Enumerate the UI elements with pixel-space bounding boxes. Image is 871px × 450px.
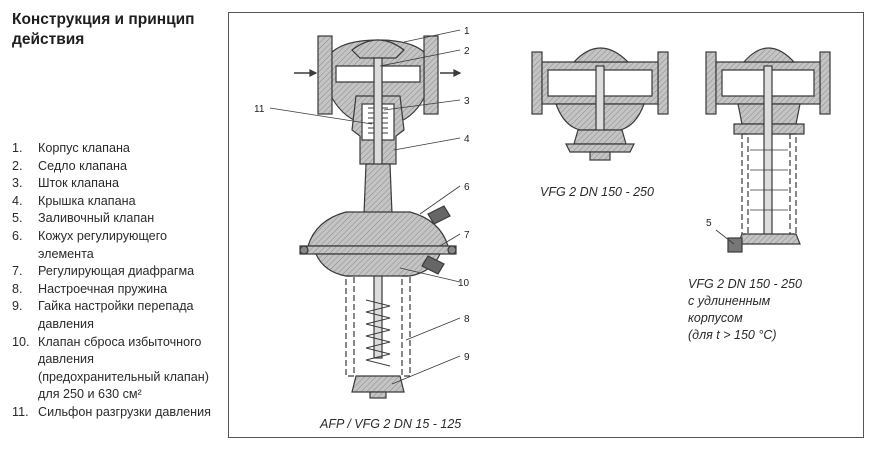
legend-item: 8.Настроечная пружина xyxy=(12,281,168,296)
callout-10: 10 xyxy=(458,278,470,289)
caption-main: AFP / VFG 2 DN 15 - 125 xyxy=(320,417,462,431)
legend-item: 3.Шток клапана xyxy=(12,176,119,191)
legend-item: 9.Гайка настройки перепада давления xyxy=(12,299,194,331)
callout-6: 6 xyxy=(464,182,470,193)
legend-item: 2.Седло клапана xyxy=(12,158,127,173)
middle-valve-drawing xyxy=(531,47,669,161)
callout-4: 4 xyxy=(464,134,470,145)
callout-1: 1 xyxy=(464,26,470,37)
callout-11: 11 xyxy=(254,104,265,115)
caption-right-line3: корпусом xyxy=(688,311,743,325)
legend-item: 4.Крышка клапана xyxy=(12,193,136,208)
callout-labels: 1 2 3 4 5 6 7 8 9 10 11 xyxy=(254,26,712,363)
caption-right-line1: VFG 2 DN 150 - 250 xyxy=(688,277,802,291)
main-leader-lines xyxy=(269,29,461,385)
legend-item: 10.Клапан сброса избыточного давления (п… xyxy=(12,334,209,402)
parts-legend: 1.Корпус клапана 2.Седло клапана 3.Шток … xyxy=(12,140,217,422)
main-valve-drawing xyxy=(294,35,462,399)
caption-right-line4: (для t > 150 °С) xyxy=(688,328,777,342)
page-title: Конструкция и принцип действия xyxy=(12,11,195,48)
callout-9: 9 xyxy=(464,352,470,363)
callout-5: 5 xyxy=(706,218,712,229)
legend-item: 6.Кожух регулирующего элемента xyxy=(12,228,168,261)
drawing-frame xyxy=(228,12,864,438)
legend-item: 11.Сильфон разгрузки давления xyxy=(12,404,211,419)
callout-3: 3 xyxy=(464,96,470,107)
caption-middle: VFG 2 DN 150 - 250 xyxy=(540,185,654,199)
legend-item: 5.Заливочный клапан xyxy=(12,211,155,226)
callout-8: 8 xyxy=(464,314,470,325)
legend-item: 1.Корпус клапана xyxy=(12,141,130,155)
caption-right-line2: с удлиненным xyxy=(688,294,771,308)
callout-2: 2 xyxy=(464,46,470,57)
right-valve-drawing xyxy=(705,47,831,253)
callout-7: 7 xyxy=(464,230,470,241)
legend-item: 7.Регулирующая диафрагма xyxy=(12,264,195,279)
